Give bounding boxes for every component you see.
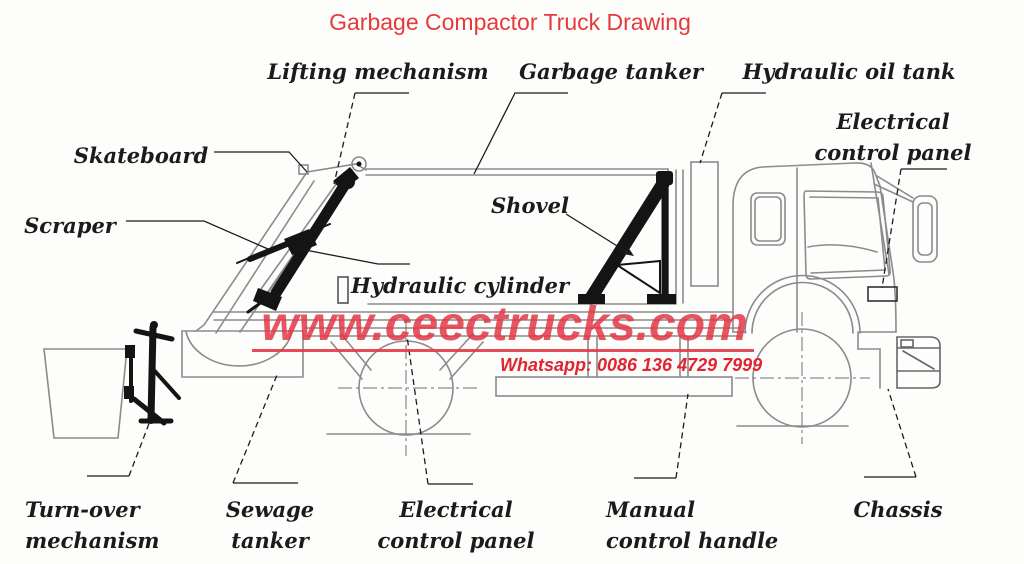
label-scraper: Scraper (24, 213, 116, 238)
turn-over-mechanism (124, 321, 181, 426)
mechanisms (124, 161, 676, 426)
label-shovel: Shovel (491, 193, 569, 218)
shovel (578, 171, 676, 305)
leader-lines (87, 92, 947, 485)
hydraulic-oil-tank (690, 161, 719, 287)
watermark-underline (252, 349, 754, 352)
cab-side-window (750, 192, 786, 246)
hopper (181, 330, 304, 378)
center-lines (338, 312, 870, 456)
mirror (912, 195, 938, 263)
label-electrical-control-panel-top: Electrical control panel (814, 109, 972, 165)
label-electrical-control-panel-bottom: Electrical control panel (377, 497, 535, 553)
cab-outline (732, 162, 897, 333)
front-bumper (896, 336, 941, 389)
trash-bin (43, 348, 128, 439)
watermark-whatsapp: Whatsapp: 0086 136 4729 7999 (500, 355, 763, 375)
watermark-site: www.ceectrucks.com (261, 298, 748, 351)
label-sewage-tanker: Sewage tanker (225, 497, 315, 553)
label-skateboard: Skateboard (73, 143, 209, 168)
label-hydraulic-oil-tank: Hydraulic oil tank (742, 59, 956, 84)
door-window (803, 190, 891, 280)
label-manual-control-handle: Manual control handle (606, 497, 779, 553)
label-hydraulic-cylinder: Hydraulic cylinder (350, 273, 570, 298)
label-lifting-mechanism: Lifting mechanism (267, 59, 489, 84)
label-garbage-tanker: Garbage tanker (519, 59, 703, 84)
label-turn-over-mechanism: Turn-over mechanism (25, 497, 160, 553)
door-control-panel (867, 286, 898, 302)
page-title: Garbage Compactor Truck Drawing (329, 9, 691, 35)
label-chassis: Chassis (853, 497, 943, 522)
